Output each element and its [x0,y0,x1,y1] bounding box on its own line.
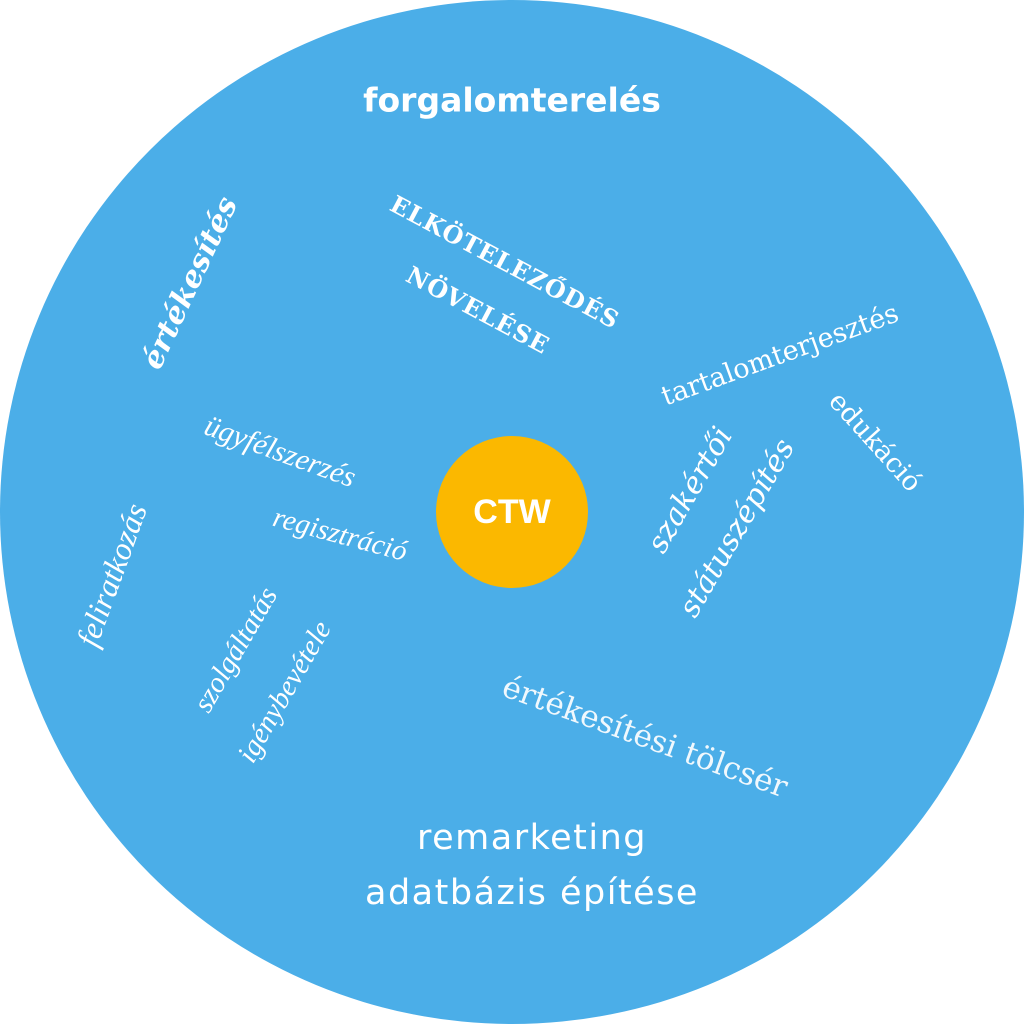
term-traffic: forgalomterelés [363,80,661,120]
term-remarketing: remarketing [417,818,647,858]
term-database: adatbázis építése [365,873,699,913]
ctw-label: CTW [473,492,551,531]
ctw-center-circle: CTW [436,436,588,588]
